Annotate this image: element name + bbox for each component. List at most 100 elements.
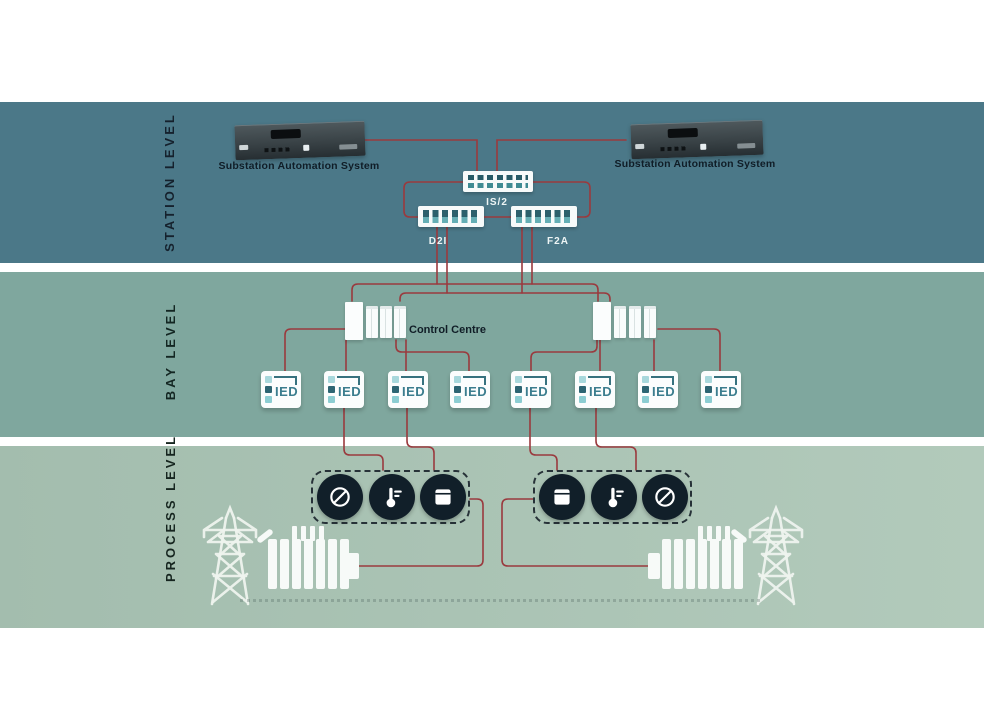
cabinet — [614, 306, 626, 338]
ied-led — [328, 376, 335, 383]
ied-led — [579, 396, 586, 403]
ied-frame — [337, 376, 360, 385]
sas-server-left — [234, 120, 366, 161]
process-level-label: PROCESS LEVEL — [163, 433, 178, 583]
ied-led — [579, 386, 586, 393]
ied-frame — [524, 376, 547, 385]
ied-led — [642, 396, 649, 403]
breaker-icon — [420, 474, 466, 520]
ied-led — [265, 376, 272, 383]
wire-panel-ied8 — [657, 328, 721, 372]
core-switch-label: IS/2 — [486, 197, 508, 208]
ied-led — [454, 386, 461, 393]
ied-frame — [714, 376, 737, 385]
gauge-icon — [317, 474, 363, 520]
cabinet — [593, 302, 611, 340]
cabinet — [629, 306, 641, 338]
ground-texture — [240, 599, 760, 602]
ied-led — [454, 396, 461, 403]
wire-core-to-left-switch — [403, 181, 464, 218]
ied-unit-6: IED — [575, 371, 615, 408]
wire-bay-bus-a — [351, 283, 599, 302]
wire-ied6-sensors — [595, 406, 637, 471]
ied-led — [265, 386, 272, 393]
bay-level-band — [0, 272, 984, 437]
ied-unit-8: IED — [701, 371, 741, 408]
control-centre-label: Control Centre — [409, 324, 486, 336]
server-tab — [239, 144, 249, 150]
ied-frame — [401, 376, 424, 385]
server-vent — [271, 129, 302, 140]
ied-frame — [274, 376, 297, 385]
switch-ports — [516, 210, 572, 223]
ied-led — [515, 376, 522, 383]
transformer-icon — [646, 526, 748, 590]
right-switch-label: F2A — [547, 236, 569, 247]
core-ethernet-switch — [463, 171, 533, 192]
ied-unit-2: IED — [324, 371, 364, 408]
transformer-icon — [256, 526, 359, 590]
left-server-caption: Substation Automation System — [218, 160, 380, 172]
switch-ports — [468, 183, 528, 188]
server-ports — [660, 145, 687, 151]
ied-led — [579, 376, 586, 383]
ied-led — [328, 396, 335, 403]
transformer-bushings — [698, 526, 730, 541]
cabinet — [394, 306, 406, 338]
ied-label: IED — [589, 384, 613, 399]
server-led — [699, 143, 706, 150]
server-ports — [263, 146, 290, 152]
breaker-icon — [539, 474, 585, 520]
wire-ied2-sensors — [343, 406, 384, 471]
server-badge — [737, 143, 756, 149]
ied-unit-3: IED — [388, 371, 428, 408]
station-wires — [363, 139, 627, 294]
ied-unit-4: IED — [450, 371, 490, 408]
ied-led — [392, 376, 399, 383]
ied-label: IED — [338, 384, 362, 399]
right-server-caption: Substation Automation System — [614, 158, 776, 170]
thermometer-icon — [591, 474, 637, 520]
wire-ied5-sensors — [529, 406, 558, 471]
server-tab — [635, 143, 645, 149]
wire-panel-ied5 — [530, 339, 598, 372]
server-badge — [339, 144, 358, 150]
ied-label: IED — [275, 384, 299, 399]
transformer-fins — [268, 539, 349, 589]
server-vent — [667, 128, 698, 139]
station-level-label: STATION LEVEL — [162, 112, 177, 252]
ied-led — [642, 376, 649, 383]
ied-frame — [588, 376, 611, 385]
ied-led — [705, 396, 712, 403]
sas-server-right — [630, 119, 764, 160]
process-wires — [343, 406, 652, 567]
transformer-bushings — [292, 526, 324, 541]
sensor-group-right — [533, 470, 692, 524]
thermometer-icon — [369, 474, 415, 520]
switch-ports — [468, 175, 528, 180]
ied-label: IED — [402, 384, 426, 399]
wire-right-server — [496, 139, 627, 172]
wire-panel-ied4 — [395, 339, 470, 372]
ied-frame — [463, 376, 486, 385]
ied-led — [454, 376, 461, 383]
ied-label: IED — [715, 384, 739, 399]
cabinet — [366, 306, 378, 338]
left-switch-label: D2I — [428, 236, 448, 247]
wire-sensors-right-transformer — [501, 498, 652, 567]
bay-wires — [284, 283, 721, 372]
ied-led — [705, 386, 712, 393]
server-led — [302, 144, 309, 151]
wire-sensors-left-transformer — [346, 498, 484, 567]
ied-led — [265, 396, 272, 403]
ied-led — [515, 386, 522, 393]
ied-label: IED — [464, 384, 488, 399]
ied-unit-7: IED — [638, 371, 678, 408]
ied-label: IED — [525, 384, 549, 399]
ied-led — [705, 376, 712, 383]
ied-unit-1: IED — [261, 371, 301, 408]
cabinet — [345, 302, 363, 340]
switch-ports — [423, 210, 479, 223]
